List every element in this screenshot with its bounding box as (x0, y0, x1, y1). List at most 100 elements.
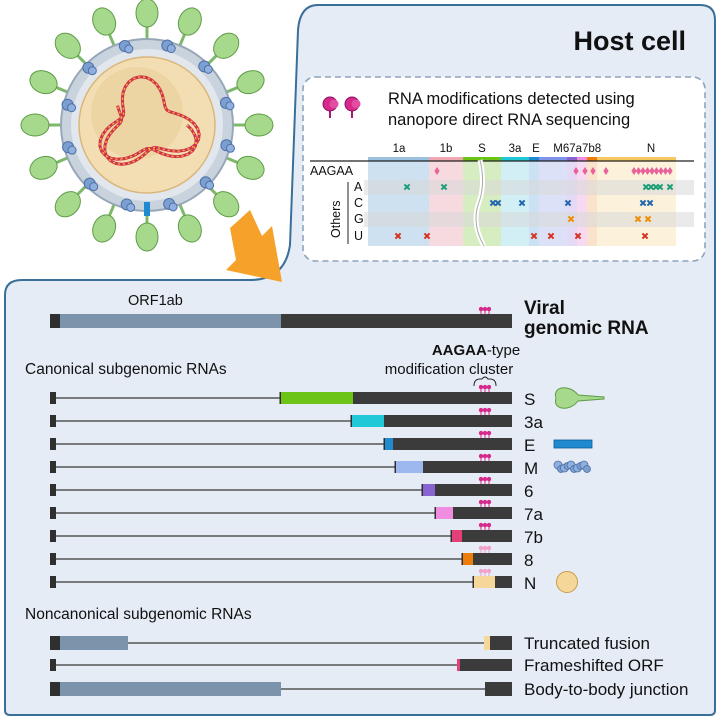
genomic-rna-track (50, 306, 512, 328)
genomic-5-cap (50, 314, 60, 328)
gene-region (587, 160, 597, 246)
spike-head (135, 0, 159, 28)
pin-head (478, 476, 484, 482)
rna-body (460, 659, 512, 671)
sgrna-orf-M (396, 461, 423, 473)
sgrna-5-cap (50, 553, 56, 565)
noncanonical-heading: Noncanonical subgenomic RNAs (25, 606, 252, 623)
gene-region (567, 160, 577, 246)
envelope-protein-icon (553, 439, 593, 449)
sgrna-label-E: E (524, 436, 535, 455)
cluster-label-line-2: modification cluster (385, 361, 513, 378)
a-modification-marker (647, 183, 655, 191)
pin-head (478, 306, 484, 312)
u-modification-marker (394, 232, 402, 240)
infection-arrow (226, 210, 282, 282)
rna-body (490, 636, 512, 650)
sgrna-body (435, 484, 512, 496)
spike-head (213, 191, 240, 218)
sgrna-body (393, 438, 512, 450)
modification-pin (478, 476, 484, 484)
aagaa-diamond-marker (649, 167, 655, 175)
gene-region (577, 160, 587, 246)
sgrna-orf-N (474, 576, 495, 588)
pin-head (486, 545, 492, 551)
modification-pin (486, 453, 492, 461)
gene-header-strip (501, 157, 529, 161)
sgrna-label-7b: 7b (524, 528, 543, 547)
modification-cluster (478, 522, 492, 530)
sgrna-5-cap (50, 392, 56, 404)
pin-head (482, 545, 488, 551)
sgrna-row-3a: 3a (50, 407, 543, 432)
row-label-C: C (354, 196, 363, 210)
row-shade (364, 212, 694, 227)
u-modification-marker (423, 232, 431, 240)
pin-head (482, 407, 488, 413)
sgrna-row-8: 8 (50, 545, 533, 570)
fused-orf (484, 636, 490, 650)
modification-pin (482, 306, 488, 314)
sgrna-5-cap (50, 484, 56, 496)
sgrna-row-N: N (50, 568, 536, 593)
spike-head (29, 155, 58, 180)
membrane-protein (225, 143, 235, 153)
c-modification-marker (518, 199, 526, 207)
sgrna-body (453, 507, 512, 519)
pin-head (486, 522, 492, 528)
gene-header-strip (577, 157, 587, 161)
membrane-protein (168, 202, 178, 212)
spike-head (20, 113, 50, 137)
rna-5-cap (50, 636, 60, 650)
pin-head (478, 430, 484, 436)
pin-head (478, 407, 484, 413)
membrane-protein (67, 103, 77, 113)
modification-pin (482, 476, 488, 484)
c-modification-marker (639, 199, 647, 207)
aagaa-diamond-marker (667, 167, 673, 175)
sgrna-row-E: E (50, 430, 535, 455)
pin-head (486, 476, 492, 482)
sgrna-leader-mark (450, 530, 452, 542)
legend-pin-head-highlight (329, 99, 339, 109)
gene-header-strip (587, 157, 597, 161)
c-modification-marker (564, 199, 572, 207)
sgrna-label-7a: 7a (524, 505, 543, 524)
modification-pin (478, 499, 484, 507)
nucleocapsid-beads (99, 76, 200, 165)
sgrna-leader-mark (472, 576, 474, 588)
pin-head (486, 384, 492, 390)
u-modification-marker (530, 232, 538, 240)
pin-head (486, 453, 492, 459)
sgrna-5-cap (50, 530, 56, 542)
modification-pin (486, 499, 492, 507)
sgrna-label-S: S (524, 390, 535, 409)
coronavirus-particle-illustration (20, 0, 274, 252)
sgrna-label-3a: 3a (524, 413, 543, 432)
canonical-heading: Canonical subgenomic RNAs (25, 361, 227, 378)
pin-head (478, 384, 484, 390)
spike-protein-icon (554, 387, 605, 409)
aagaa-diamond-marker (582, 167, 588, 175)
a-modification-marker (440, 183, 448, 191)
g-modification-marker (567, 215, 575, 223)
spike-head (54, 191, 81, 218)
membrane-protein-bead (583, 465, 591, 473)
modification-pin (482, 568, 488, 576)
gene-label-1b: 1b (440, 143, 453, 155)
legend-line-2: nanopore direct RNA sequencing (388, 111, 630, 129)
sgrna-body (473, 553, 512, 565)
modification-pin (482, 453, 488, 461)
row-label-A: A (354, 180, 363, 194)
sgrna-row-6: 6 (50, 476, 533, 501)
spike-head (29, 70, 58, 95)
sgrna-row-7a: 7a (50, 499, 543, 524)
sgrna-5-cap (50, 461, 56, 473)
pin-head (486, 568, 492, 574)
modification-pin (482, 407, 488, 415)
modification-cluster (478, 306, 492, 314)
sgrna-leader-mark (394, 461, 396, 473)
gene-header-strip (463, 157, 501, 161)
pin-head (478, 568, 484, 574)
gene-header-strip (529, 157, 539, 161)
